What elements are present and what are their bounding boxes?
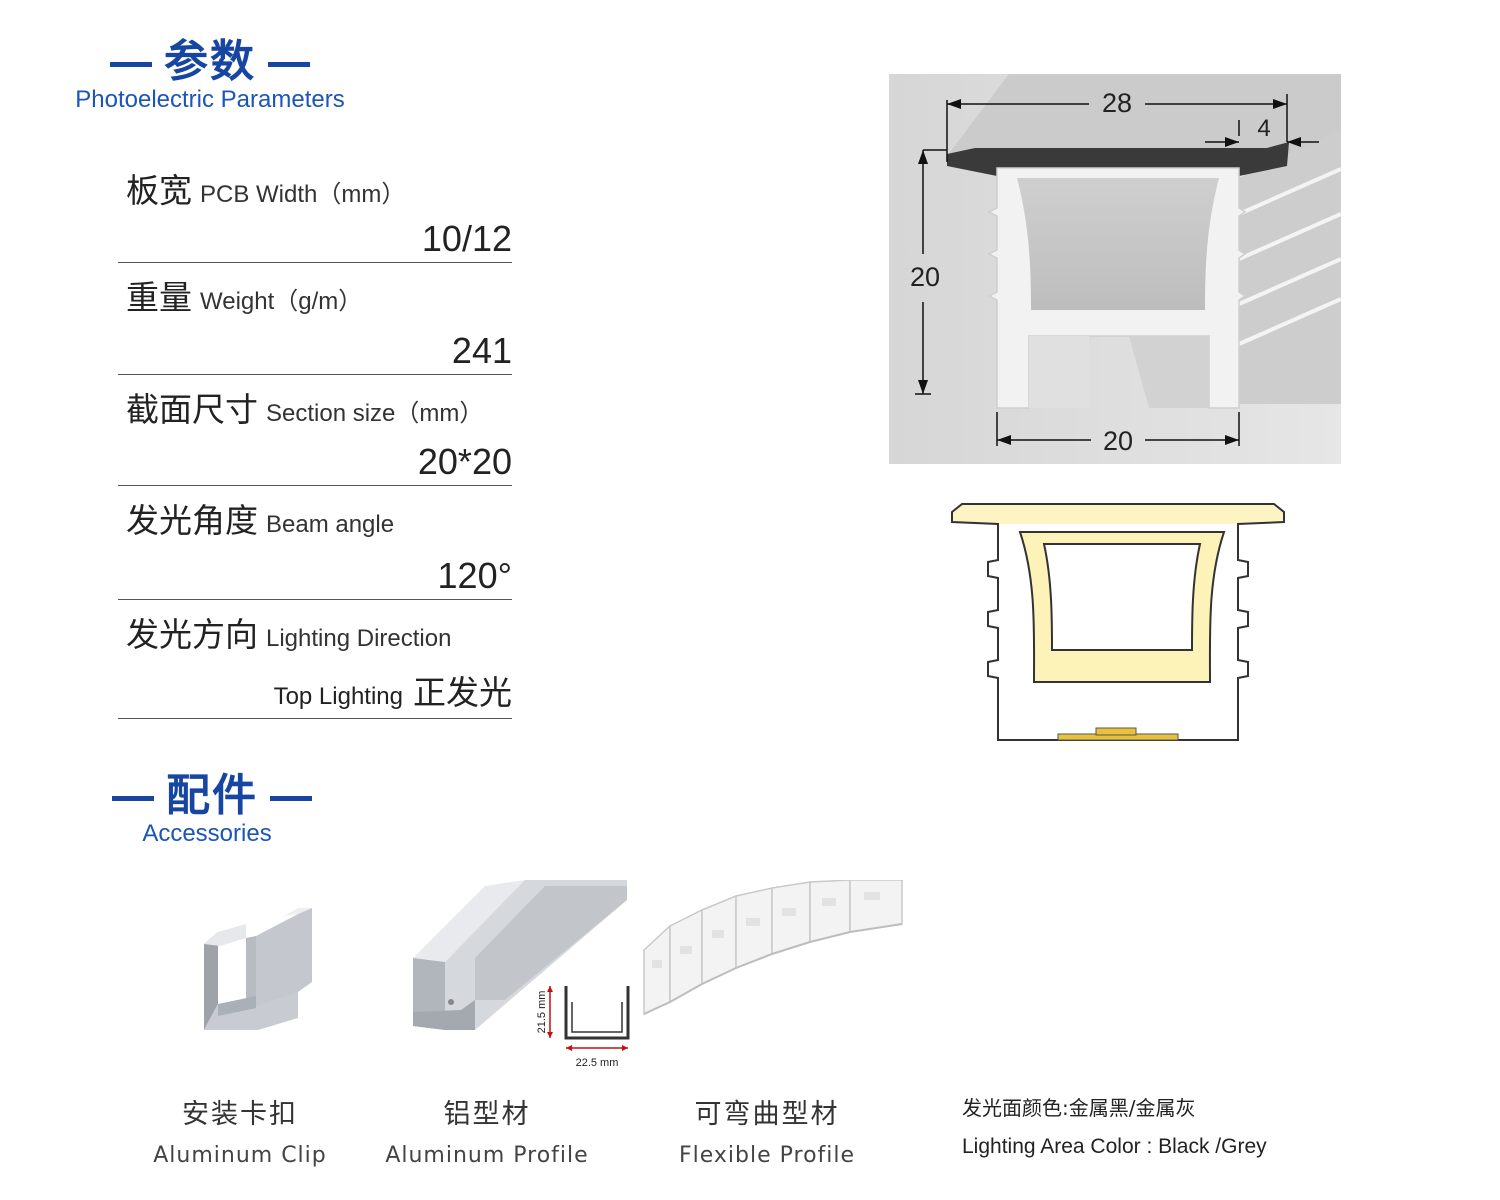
param-label-en: Weight（g/m） bbox=[200, 288, 363, 315]
param-label-cn: 板宽 bbox=[126, 171, 192, 210]
param-label-cn: 截面尺寸 bbox=[126, 390, 258, 429]
profile-3d-dimension-drawing: 28 4 20 20 bbox=[889, 74, 1341, 464]
aluminum-clip-image bbox=[204, 908, 312, 1030]
accessories-section-header: 配件 Accessories bbox=[100, 772, 314, 848]
dim-lip: 4 bbox=[1257, 115, 1270, 142]
params-title-cn: 参数 bbox=[164, 36, 256, 87]
title-dash-left bbox=[110, 61, 152, 67]
dim-top-width: 28 bbox=[1102, 88, 1132, 118]
param-label-en: PCB Width（mm） bbox=[200, 181, 406, 208]
diffuser-cavity bbox=[1017, 178, 1219, 310]
color-note-en: Lighting Area Color : Black /Grey bbox=[962, 1135, 1267, 1158]
accessory-name-en: Flexible Profile bbox=[678, 1143, 856, 1168]
param-value: 241 bbox=[451, 330, 512, 371]
param-value: 120° bbox=[437, 555, 512, 596]
flexible-profile-image bbox=[643, 880, 903, 1016]
param-row-pcb-width: 板宽 PCB Width（mm） 10/12 bbox=[118, 160, 512, 263]
param-value: 20*20 bbox=[417, 441, 512, 482]
title-dash-right bbox=[268, 61, 310, 67]
led-chip bbox=[1095, 727, 1137, 736]
accessory-aluminum-profile: 铝型材 Aluminum Profile bbox=[367, 1092, 607, 1168]
param-label-en: Beam angle bbox=[266, 511, 395, 538]
param-row-lighting-direction: 发光方向 Lighting Direction Top Lighting 正发光 bbox=[118, 600, 512, 719]
dim-bottom-width: 20 bbox=[1103, 426, 1133, 456]
accessory-name-en: Aluminum Clip bbox=[153, 1143, 327, 1168]
param-row-weight: 重量 Weight（g/m） 241 bbox=[118, 263, 512, 375]
param-label-cn: 发光方向 bbox=[126, 615, 258, 654]
param-value-en: Top Lighting bbox=[273, 683, 403, 710]
accessories-title-en: Accessories bbox=[142, 820, 272, 847]
params-section-header: 参数 Photoelectric Parameters bbox=[70, 38, 350, 114]
title-dash-left bbox=[112, 795, 154, 801]
dim-height: 20 bbox=[910, 262, 940, 292]
accessory-flexible-profile: 可弯曲型材 Flexible Profile bbox=[662, 1092, 872, 1168]
dimension-arrows bbox=[918, 99, 1301, 445]
accessory-name-cn: 可弯曲型材 bbox=[694, 1099, 840, 1130]
side-extrusion bbox=[1239, 129, 1341, 404]
param-label-cn: 发光角度 bbox=[126, 501, 258, 540]
param-value: 10/12 bbox=[421, 218, 512, 259]
accessory-name-en: Aluminum Profile bbox=[385, 1143, 589, 1168]
param-row-beam-angle: 发光角度 Beam angle 120° bbox=[118, 486, 512, 600]
params-title-en: Photoelectric Parameters bbox=[75, 86, 345, 113]
profile-height-label: 21.5 mm bbox=[536, 991, 548, 1034]
profile-cross-section-drawing bbox=[951, 503, 1285, 741]
accessories-title-cn: 配件 bbox=[166, 770, 258, 821]
accessory-name-cn: 铝型材 bbox=[443, 1099, 531, 1130]
lens-cavity bbox=[1042, 543, 1202, 651]
param-label-cn: 重量 bbox=[126, 278, 192, 317]
color-note-cn: 发光面颜色:金属黑/金属灰 bbox=[962, 1096, 1196, 1120]
accessory-name-cn: 安装卡扣 bbox=[182, 1099, 298, 1130]
top-surface-extrusion bbox=[947, 74, 1341, 156]
title-dash-right bbox=[270, 795, 312, 801]
param-row-section-size: 截面尺寸 Section size（mm） 20*20 bbox=[118, 375, 512, 486]
profile-width-label: 22.5 mm bbox=[576, 1057, 619, 1069]
lighting-area-color-note: 发光面颜色:金属黑/金属灰 Lighting Area Color : Blac… bbox=[962, 1092, 1267, 1159]
profile-mini-dimension-sketch: 21.5 mm 22.5 mm bbox=[536, 986, 630, 1069]
param-value-cn: 正发光 bbox=[413, 673, 512, 712]
param-label-en: Lighting Direction bbox=[266, 625, 452, 652]
accessory-aluminum-clip: 安装卡扣 Aluminum Clip bbox=[140, 1092, 340, 1168]
param-label-en: Section size（mm） bbox=[266, 400, 484, 427]
aluminum-profile-image bbox=[413, 880, 627, 1030]
